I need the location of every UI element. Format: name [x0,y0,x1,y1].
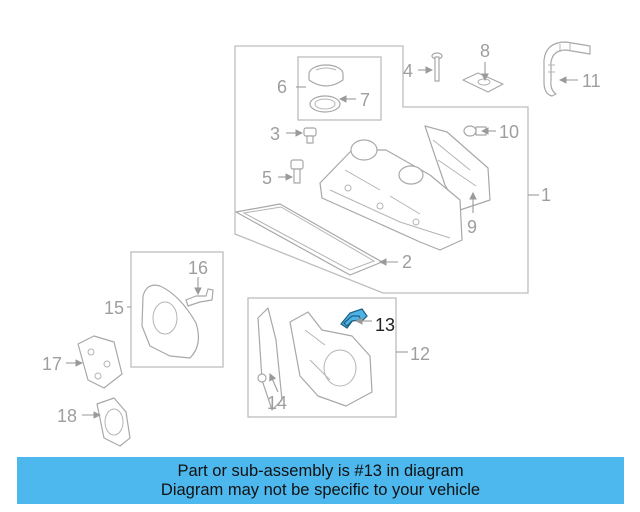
gasket-plate-part-8[interactable] [462,72,504,93]
front-cover-part[interactable] [289,311,373,407]
bracket-part-16[interactable] [185,288,214,307]
callout-3: 3 [270,124,280,144]
callout-labels: 1 2 3 4 5 6 7 8 9 10 11 12 13 14 15 16 1… [42,41,601,426]
callout-13: 13 [375,315,395,335]
side-cover-part-17[interactable] [77,335,123,389]
banner-line-1: Part or sub-assembly is #13 in diagram [177,461,464,480]
side-piece-part-14[interactable] [257,307,283,411]
cap-seal-part[interactable] [309,95,341,113]
callout-12: 12 [410,344,430,364]
info-banner: Part or sub-assembly is #13 in diagram D… [17,457,624,504]
callout-17: 17 [42,354,62,374]
oil-filler-cap-part[interactable] [308,64,344,87]
front-cover-group-frame [247,297,397,418]
callout-15: 15 [104,298,124,318]
breather-hose-part[interactable] [543,41,591,97]
callout-7: 7 [360,90,370,110]
bolt-part-3[interactable] [303,127,317,144]
bolt-part-4[interactable] [431,52,443,82]
callout-16: 16 [188,258,208,278]
callout-8: 8 [480,41,490,61]
callout-4: 4 [403,61,413,81]
valve-cover-group-frame [234,45,529,294]
callout-1: 1 [541,185,551,205]
heat-shield-part[interactable] [424,125,491,211]
seal-cover-part-18[interactable] [96,397,131,447]
timing-cover-group-frame [130,251,224,368]
callout-11: 11 [582,71,601,91]
callout-9: 9 [467,217,477,237]
sensor-part-5[interactable] [290,159,304,184]
callout-6: 6 [277,77,287,97]
callout-2: 2 [402,252,412,272]
highlighted-part-13[interactable] [340,308,368,329]
callout-10: 10 [499,122,519,142]
callout-18: 18 [57,406,77,426]
leader-lines [66,62,578,419]
callout-14: 14 [267,393,287,413]
banner-line-2: Diagram may not be specific to your vehi… [160,480,481,499]
timing-cover-part[interactable] [141,284,200,359]
callout-5: 5 [262,168,272,188]
valve-cover-part[interactable] [319,139,463,251]
oil-cap-group-frame [297,56,382,121]
